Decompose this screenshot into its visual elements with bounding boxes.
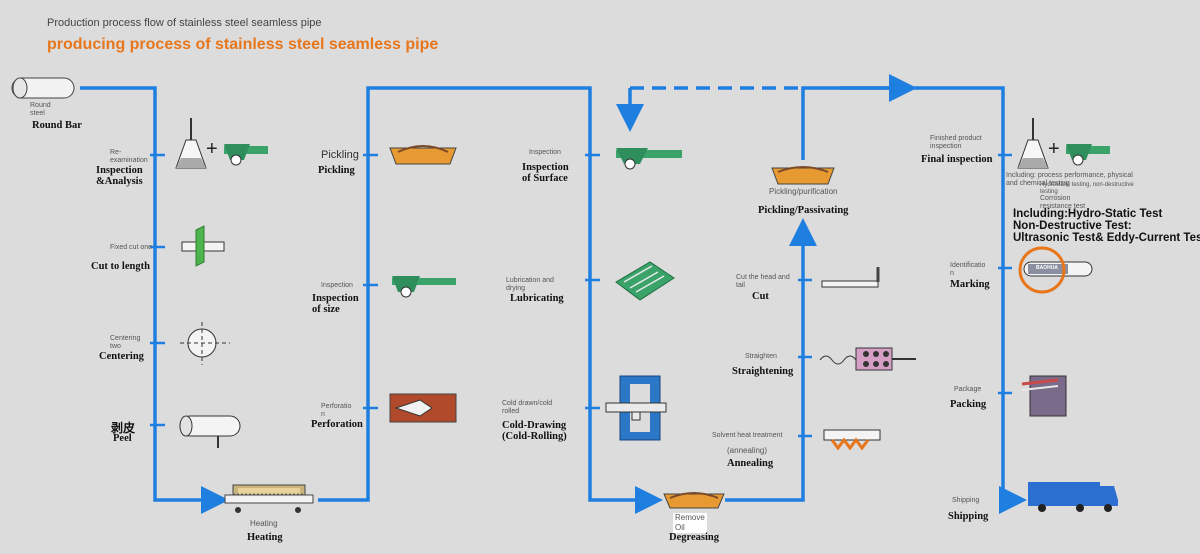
lubricating-label: Lubricating xyxy=(510,293,564,304)
including-tests-label: Including:Hydro-Static Test Non-Destruct… xyxy=(1013,208,1200,244)
plus-sign: + xyxy=(206,138,218,160)
packing-icon xyxy=(1021,375,1067,417)
straighten-caption: Straighten xyxy=(745,353,777,360)
package-caption: Package xyxy=(954,386,982,393)
shipping-label: Shipping xyxy=(948,511,989,522)
cut-to-length-label: Cut to length xyxy=(91,261,150,272)
inspection-analysis-label: Inspection &Analysis xyxy=(96,165,143,187)
annealing-label: Annealing xyxy=(727,458,774,469)
perforation-label: Perforation xyxy=(311,419,363,430)
perforation-icon xyxy=(389,393,457,423)
flask-icon xyxy=(175,118,207,169)
cold-drawn-caption: Cold drawn/cold rolled xyxy=(502,400,553,415)
lubrication-caption: Lubrication and drying xyxy=(506,277,554,292)
truck-icon xyxy=(1028,482,1118,512)
including-caption: Including: process performance, physical… xyxy=(1006,172,1133,187)
flow-line-col4-up xyxy=(725,218,817,502)
marking-label: Marking xyxy=(950,279,990,290)
peel-icon xyxy=(179,415,241,448)
inspection-surface-label: Inspection of Surface xyxy=(522,162,569,184)
straightening-label: Straightening xyxy=(732,366,794,377)
corrosion-caption: Corrosion resistance test xyxy=(1040,195,1086,210)
flow-line-col1 xyxy=(80,86,229,514)
solvent-heat-caption: Solvent heat treatment xyxy=(712,432,783,439)
centering-label: Centering xyxy=(99,351,144,362)
degreasing-tank-icon xyxy=(663,492,725,509)
pickling-purification-caption: Pickling/purification xyxy=(769,187,838,196)
finished-inspection-caption: Finished product inspection xyxy=(930,135,982,150)
annealing-furnace-icon xyxy=(823,429,881,451)
annealing-caption: (annealing) xyxy=(727,446,768,455)
pickling-tank-icon xyxy=(389,145,457,165)
connector-ticks xyxy=(150,153,1012,438)
fixed-cut-caption: Fixed cut one xyxy=(110,244,153,251)
centering-icon xyxy=(180,322,230,365)
inspection-caption-col3: Inspection xyxy=(529,149,561,156)
final-gauge-icon xyxy=(1066,144,1110,166)
peel-cn-label: 剥皮 xyxy=(111,421,136,435)
plus-sign-final: + xyxy=(1048,138,1060,160)
cut-head-tail-caption: Cut the head and tail xyxy=(736,274,790,289)
gauge-icon xyxy=(224,144,268,166)
heating-label: Heating xyxy=(247,532,283,543)
pickling-passivating-label: Pickling/Passivating xyxy=(758,205,849,216)
inspection-size-label: Inspection of size xyxy=(312,293,359,315)
cut-label: Cut xyxy=(752,291,769,302)
pickling-caption: Pickling xyxy=(321,149,359,161)
lubricating-rack-icon xyxy=(615,261,675,301)
cold-drawing-press-icon xyxy=(605,375,667,441)
size-gauge-icon xyxy=(392,276,456,298)
packing-label: Packing xyxy=(950,399,987,410)
degreasing-label: Degreasing xyxy=(669,532,719,543)
marking-stamp-text: BAOHUA xyxy=(1036,265,1058,271)
hydro-caption: Hydrostatic testing, non-destructive tes… xyxy=(1040,182,1134,195)
reexam-caption: Re- examination xyxy=(110,149,148,164)
pickling-label: Pickling xyxy=(318,165,355,176)
page-title: producing process of stainless steel sea… xyxy=(47,36,439,53)
cut-head-tail-icon xyxy=(821,267,880,288)
perforation-caption: Perforatio n xyxy=(321,403,352,418)
round-steel-caption: Round steel xyxy=(30,102,51,117)
cold-drawing-label: Cold-Drawing (Cold-Rolling) xyxy=(502,420,567,442)
flow-line-col4-top xyxy=(801,86,1027,514)
final-inspection-label: Final inspection xyxy=(921,154,993,165)
centering-caption: Centering two xyxy=(110,335,141,350)
identification-caption: Identificatio n xyxy=(950,262,986,277)
passivating-tank-icon xyxy=(771,166,835,185)
round-bar-label: Round Bar xyxy=(32,120,82,131)
final-flask-icon xyxy=(1017,118,1049,169)
page-header: Production process flow of stainless ste… xyxy=(47,17,322,29)
inspection-caption-col2: Inspection xyxy=(321,282,353,289)
surface-gauge-icon xyxy=(616,148,682,170)
remove-oil-caption: Remove Oil xyxy=(673,513,707,533)
straightening-icon xyxy=(819,347,916,371)
marking-pipe-icon xyxy=(1018,246,1093,294)
round-bar-icon xyxy=(11,77,75,99)
flow-lines xyxy=(80,74,1027,514)
peel-label: Peel xyxy=(113,433,132,444)
cut-to-length-icon xyxy=(181,225,225,267)
shipping-caption: Shipping xyxy=(952,497,980,504)
flow-line-col2 xyxy=(318,86,663,514)
heating-furnace-icon xyxy=(224,484,314,513)
heating-caption: Heating xyxy=(250,519,278,528)
